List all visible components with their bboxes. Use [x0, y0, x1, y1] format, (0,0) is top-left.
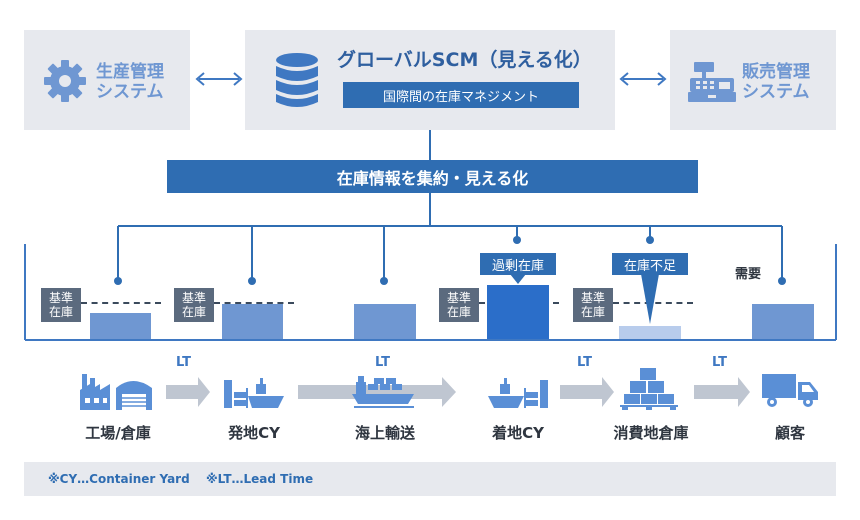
right-bidirectional-arrow: [619, 72, 667, 86]
standard-stock-tag-2-line1: 基準: [181, 291, 206, 305]
sales-system-box: 販売管理 システム: [670, 30, 836, 130]
lead-time-label-1: LT: [176, 355, 191, 370]
excess-stock-label: 過剰在庫: [480, 253, 556, 275]
sales-system-label: 販売管理 システム: [742, 62, 810, 102]
stock-shortage-label: 在庫不足: [612, 253, 688, 275]
inventory-axis-frame: [24, 244, 837, 341]
production-system-box: 生産管理 システム: [24, 30, 190, 130]
standard-stock-tag-3-line2: 在庫: [446, 305, 471, 319]
node-dot-consumption-warehouse: [646, 236, 654, 244]
node-dot-factory: [114, 277, 122, 285]
aggregate-visualize-band: 在庫情報を集約・見える化: [167, 160, 698, 193]
flow-arrow-3: [560, 377, 614, 407]
stage-label-factory: 工場/倉庫: [85, 424, 151, 442]
standard-stock-tag-1-line1: 基準: [48, 291, 73, 305]
demand-label: 需要: [735, 267, 762, 282]
production-system-line2: システム: [96, 82, 164, 102]
inventory-bar-ocean: [354, 304, 416, 339]
standard-stock-tag-4-line1: 基準: [580, 291, 605, 305]
standard-stock-tag-2: 基準 在庫: [174, 288, 214, 322]
truck-icon: [762, 374, 818, 407]
stage-label-origin-cy: 発地CY: [228, 424, 280, 442]
sales-system-line2: システム: [742, 82, 810, 102]
standard-stock-tag-1: 基準 在庫: [41, 288, 81, 322]
inventory-bar-consumption-warehouse: [619, 326, 681, 339]
node-dot-destination-cy: [513, 236, 521, 244]
lead-time-label-3: LT: [577, 355, 592, 370]
gear-icon: [44, 60, 86, 102]
cash-register-icon: [688, 62, 736, 102]
standard-stock-tag-4: 基準 在庫: [573, 288, 613, 322]
stage-label-customer: 顧客: [774, 424, 805, 442]
flow-arrow-2: [298, 377, 456, 407]
port-ship-icon: [224, 378, 284, 408]
global-scm-box: グローバルSCM（見える化） 国際間の在庫マネジメント: [245, 30, 615, 130]
excess-stock-pointer: [510, 274, 526, 284]
flow-arrow-4: [694, 377, 750, 407]
standard-stock-tag-4-line2: 在庫: [580, 305, 605, 319]
stage-label-consumption-warehouse: 消費地倉庫: [613, 424, 689, 442]
lead-time-label-2: LT: [375, 355, 390, 370]
cargo-ship-icon: [352, 376, 414, 408]
standard-stock-tag-3: 基準 在庫: [439, 288, 479, 322]
database-icon: [276, 53, 318, 107]
node-dot-origin-cy: [248, 277, 256, 285]
production-system-line1: 生産管理: [96, 62, 164, 82]
sales-system-line1: 販売管理: [742, 62, 810, 82]
stage-label-destination-cy: 着地CY: [492, 424, 544, 442]
standard-stock-line-1: [81, 302, 161, 304]
lead-time-label-4: LT: [712, 355, 727, 370]
inventory-bar-factory: [90, 313, 151, 339]
footnote-bar: ※CY…Container Yard ※LT…Lead Time: [24, 462, 836, 496]
inventory-bar-origin-cy: [222, 304, 283, 339]
standard-stock-line-2: [214, 302, 294, 304]
stock-shortage-pointer: [641, 274, 659, 324]
inventory-bar-customer: [752, 304, 814, 339]
standard-stock-tag-1-line2: 在庫: [48, 305, 73, 319]
footnote-container-yard: ※CY…Container Yard: [48, 472, 190, 486]
pallet-boxes-icon: [620, 368, 678, 410]
flow-arrow-1: [166, 377, 210, 407]
port-ship-icon-destination: [488, 378, 548, 408]
production-system-label: 生産管理 システム: [96, 62, 164, 102]
inventory-bar-destination-cy: [487, 285, 549, 339]
stage-label-ocean-transport: 海上輸送: [354, 424, 415, 442]
footnote-lead-time: ※LT…Lead Time: [206, 472, 314, 486]
factory-icon: [80, 374, 152, 410]
left-bidirectional-arrow: [195, 72, 243, 86]
node-dot-ocean: [380, 277, 388, 285]
node-dot-customer: [778, 277, 786, 285]
standard-stock-tag-2-line2: 在庫: [181, 305, 206, 319]
global-scm-title: グローバルSCM（見える化）: [337, 49, 592, 71]
standard-stock-tag-3-line1: 基準: [446, 291, 471, 305]
international-inventory-pill: 国際間の在庫マネジメント: [343, 82, 579, 108]
